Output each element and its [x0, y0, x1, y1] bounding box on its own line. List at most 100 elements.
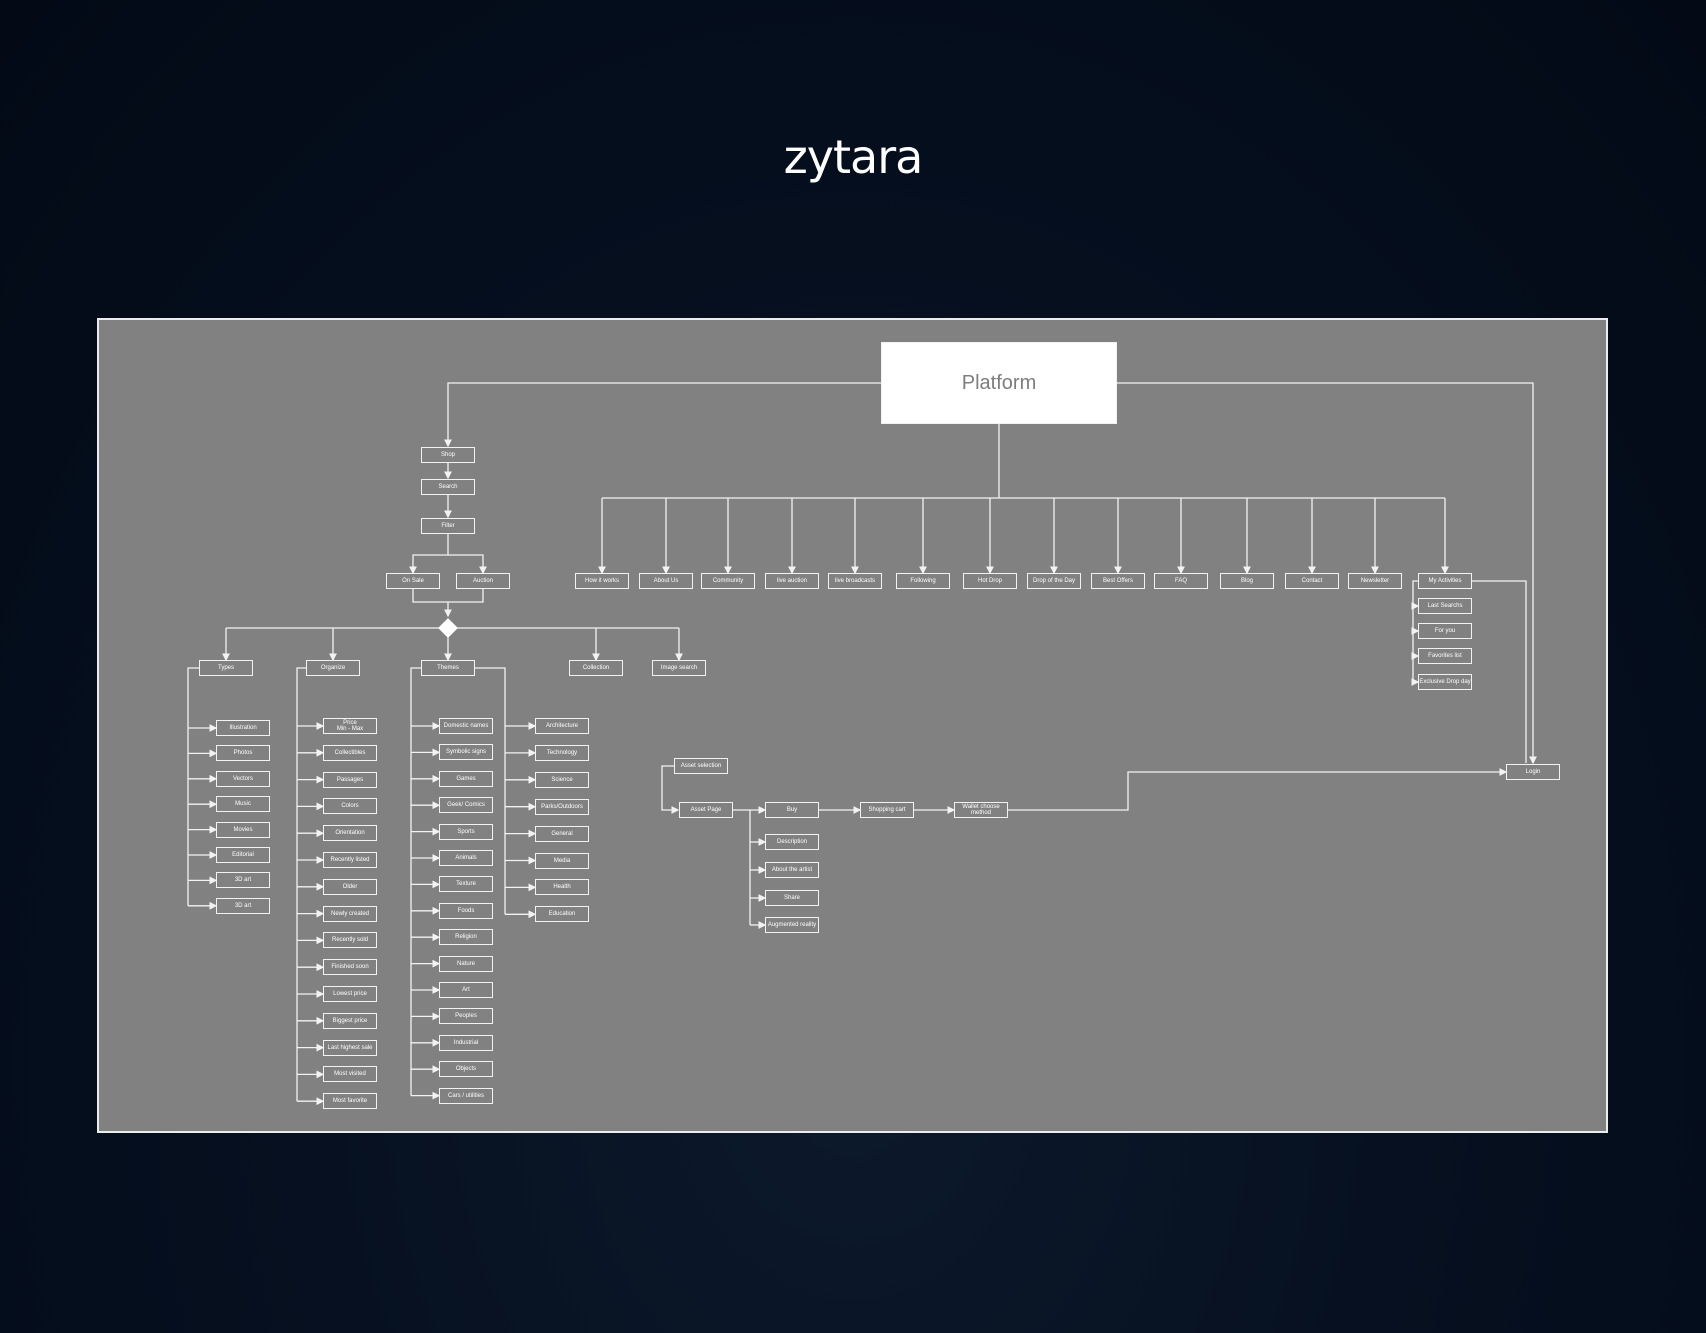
- category-node: Image search: [652, 660, 706, 676]
- top-menu-item: FAQ: [1154, 573, 1208, 589]
- themes-b-item: Health: [535, 879, 589, 896]
- top-menu-item: Following: [896, 573, 950, 589]
- organize-item: Recently listed: [323, 852, 377, 868]
- top-menu-item: Best Offers: [1091, 573, 1145, 589]
- themes-b-item: Education: [535, 906, 589, 923]
- types-item: Music: [216, 796, 270, 813]
- top-menu-item: Blog: [1220, 573, 1274, 589]
- login-node: Login: [1506, 764, 1560, 780]
- themes-a-item: Cars / utilities: [439, 1087, 493, 1104]
- top-menu-item: About Us: [639, 573, 693, 589]
- types-item: 3D art: [216, 872, 270, 889]
- organize-item: Colors: [323, 798, 377, 815]
- organize-item: Most favorite: [323, 1093, 377, 1110]
- shop-path-node: Filter: [421, 518, 475, 534]
- top-menu-item: How it works: [575, 573, 629, 589]
- top-menu-item: Contact: [1285, 573, 1339, 589]
- wallet-method-node: Wallet choose method: [954, 802, 1008, 818]
- organize-item: Lowest price: [323, 986, 377, 1002]
- organize-item: Price Min - Max: [323, 718, 377, 734]
- connector-line: [448, 589, 484, 603]
- types-item: Editorial: [216, 847, 270, 863]
- my-activities-item: Last Searchs: [1418, 598, 1472, 614]
- organize-item: Collectibles: [323, 744, 377, 761]
- my-activities-item: For you: [1418, 623, 1472, 639]
- shop-path-node: Search: [421, 479, 475, 495]
- asset-detail-item: Share: [765, 890, 819, 906]
- top-menu-item: Drop of the Day: [1027, 573, 1081, 589]
- connector-line: [187, 667, 199, 906]
- themes-a-item: Texture: [439, 876, 493, 893]
- shopping-cart-node: Shopping cart: [860, 802, 914, 818]
- organize-item: Newly created: [323, 905, 377, 922]
- asset-page-node: Asset Page: [679, 802, 733, 818]
- connector-line: [410, 667, 421, 1096]
- types-item: Movies: [216, 821, 270, 838]
- themes-a-item: Religion: [439, 929, 493, 946]
- connector-line: [475, 667, 506, 915]
- themes-a-item: Foods: [439, 902, 493, 919]
- connector-line: [448, 554, 487, 575]
- connector-line: [296, 667, 306, 1102]
- connector-line: [1412, 580, 1418, 682]
- organize-item: Orientation: [323, 825, 377, 842]
- my-activities-item: Exclusive Drop day: [1418, 674, 1472, 690]
- connector-line: [661, 765, 680, 814]
- organize-item: Recently sold: [323, 932, 377, 949]
- buy-node: Buy: [765, 802, 819, 818]
- asset-selection-node: Asset selection: [674, 758, 728, 774]
- themes-b-item: Parks/Outdoors: [535, 798, 589, 815]
- top-menu-item: My Activities: [1418, 573, 1472, 589]
- themes-a-item: Nature: [439, 955, 493, 972]
- themes-a-item: Games: [439, 770, 493, 787]
- platform-node: Platform: [881, 342, 1117, 424]
- themes-a-item: Industrial: [439, 1034, 493, 1051]
- page-title: zytara: [783, 130, 924, 184]
- themes-b-item: Science: [535, 771, 589, 788]
- asset-detail-item: Description: [765, 834, 819, 850]
- category-node: Themes: [421, 660, 475, 676]
- asset-detail-item: About the artist: [765, 862, 819, 878]
- asset-detail-item: Augmented reality: [765, 917, 819, 933]
- themes-b-item: General: [535, 825, 589, 842]
- themes-a-item: Geek/ Comics: [439, 797, 493, 814]
- types-item: Vectors: [216, 770, 270, 787]
- themes-a-item: Sports: [439, 823, 493, 840]
- themes-a-item: Domestic names: [439, 718, 493, 734]
- connector-line: [444, 382, 882, 448]
- shop-path-node: Shop: [421, 447, 475, 463]
- top-menu-item: live auction: [765, 573, 819, 589]
- connector-line: [1472, 580, 1527, 763]
- themes-b-item: Media: [535, 852, 589, 869]
- connector-lines: [187, 382, 1537, 1106]
- organize-item: Older: [323, 878, 377, 895]
- top-menu-item: live broadcasts: [828, 573, 882, 589]
- organize-item: Most visited: [323, 1066, 377, 1083]
- connector-line: [412, 589, 448, 603]
- category-node: Collection: [569, 660, 623, 676]
- top-menu-item: Community: [701, 573, 755, 589]
- types-item: Illustration: [216, 720, 270, 736]
- top-menu-item: Hot Drop: [963, 573, 1017, 589]
- themes-a-item: Peoples: [439, 1008, 493, 1025]
- sale-option-node: Auction: [456, 573, 510, 589]
- category-node: Organize: [306, 660, 360, 676]
- organize-item: Last highest sale: [323, 1039, 377, 1056]
- my-activities-item: Favorites list: [1418, 648, 1472, 664]
- organize-item: Passages: [323, 771, 377, 788]
- themes-b-item: Architecture: [535, 718, 589, 734]
- connector-line: [1117, 382, 1537, 765]
- themes-a-item: Objects: [439, 1061, 493, 1078]
- connector-line: [409, 534, 449, 575]
- category-node: Types: [199, 660, 253, 676]
- themes-a-item: Art: [439, 982, 493, 998]
- connector-line: [1008, 768, 1508, 811]
- themes-a-item: Animals: [439, 850, 493, 866]
- themes-b-item: Technology: [535, 744, 589, 761]
- organize-item: Finished soon: [323, 959, 377, 976]
- top-menu-item: Newsletter: [1348, 573, 1402, 589]
- sale-option-node: On Sale: [386, 573, 440, 589]
- types-item: 3D art: [216, 897, 270, 914]
- organize-item: Biggest price: [323, 1012, 377, 1029]
